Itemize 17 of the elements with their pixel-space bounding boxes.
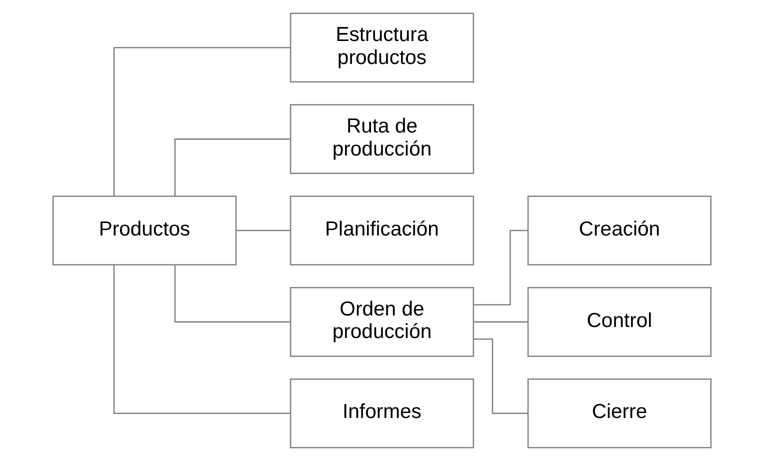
node-box: Productos: [52, 196, 237, 266]
node-box: Informes: [290, 378, 474, 448]
connector: [174, 265, 290, 323]
node-box: Ruta de producción: [290, 104, 474, 174]
node-box: Planificación: [290, 196, 474, 266]
node-box: Cierre: [527, 378, 712, 448]
node-box: Control: [527, 287, 712, 357]
connector: [474, 230, 528, 306]
connector: [236, 230, 290, 232]
node-box: Creación: [527, 196, 712, 266]
connector: [174, 138, 290, 196]
connector: [474, 338, 528, 414]
node-box: Estructura productos: [290, 12, 474, 83]
connector: [113, 47, 291, 196]
connector: [113, 264, 291, 414]
connector: [473, 321, 528, 323]
node-box: Orden de producción: [290, 287, 474, 357]
